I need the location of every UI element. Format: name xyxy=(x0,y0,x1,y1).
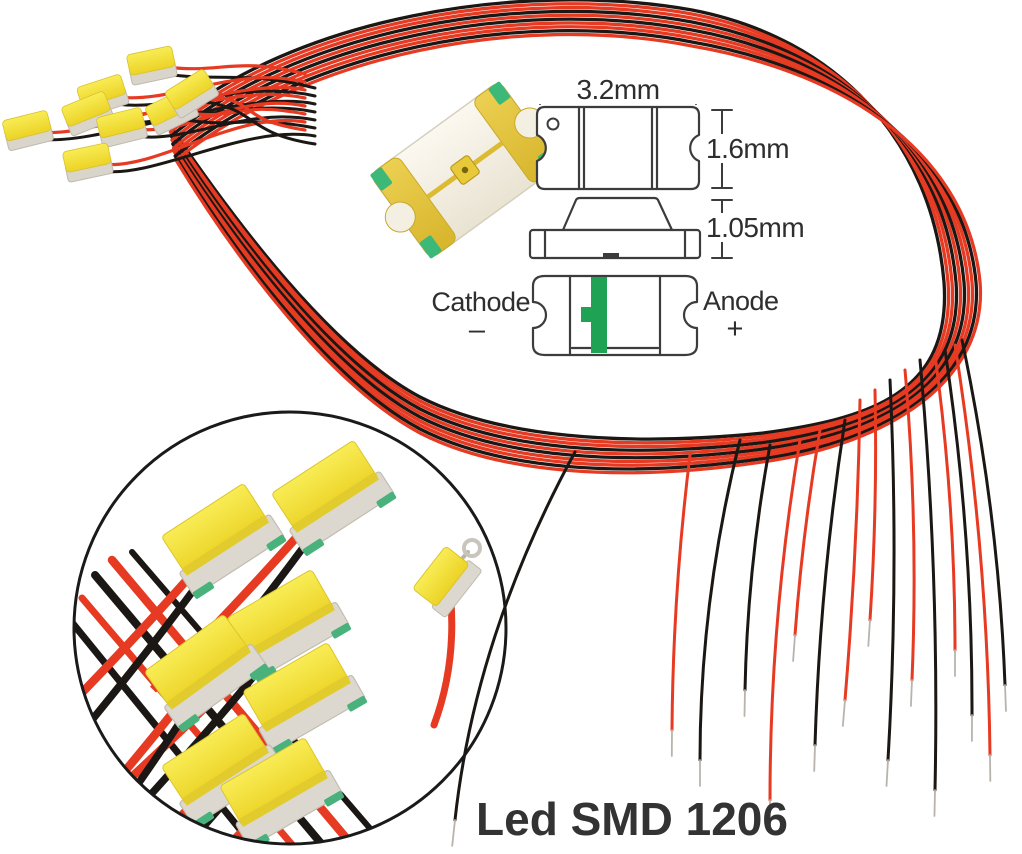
polarity-cathode-bar xyxy=(591,277,607,353)
cathode-dot xyxy=(546,117,560,131)
height-label: 1.6mm xyxy=(706,133,790,164)
side-view-dome xyxy=(561,196,674,232)
inset-border xyxy=(72,410,508,846)
anode-sign: + xyxy=(722,314,748,344)
led-die xyxy=(461,166,469,174)
anode-label: Anode xyxy=(703,286,779,316)
smd-led-3d-render xyxy=(370,81,560,259)
led-cluster xyxy=(1,45,317,183)
product-title: Led SMD 1206 xyxy=(476,793,788,845)
cathode-sign: – xyxy=(462,315,492,345)
wire-eyelet xyxy=(462,538,482,558)
thickness-label: 1.05mm xyxy=(706,212,805,243)
wire-loop xyxy=(167,0,1007,847)
polarity-outline xyxy=(531,274,699,357)
cathode-label: Cathode xyxy=(420,288,531,316)
width-label: 3.2mm xyxy=(537,75,699,104)
macro-inset xyxy=(72,410,508,846)
plan-view-outline xyxy=(535,105,701,191)
green-contact xyxy=(370,167,393,191)
